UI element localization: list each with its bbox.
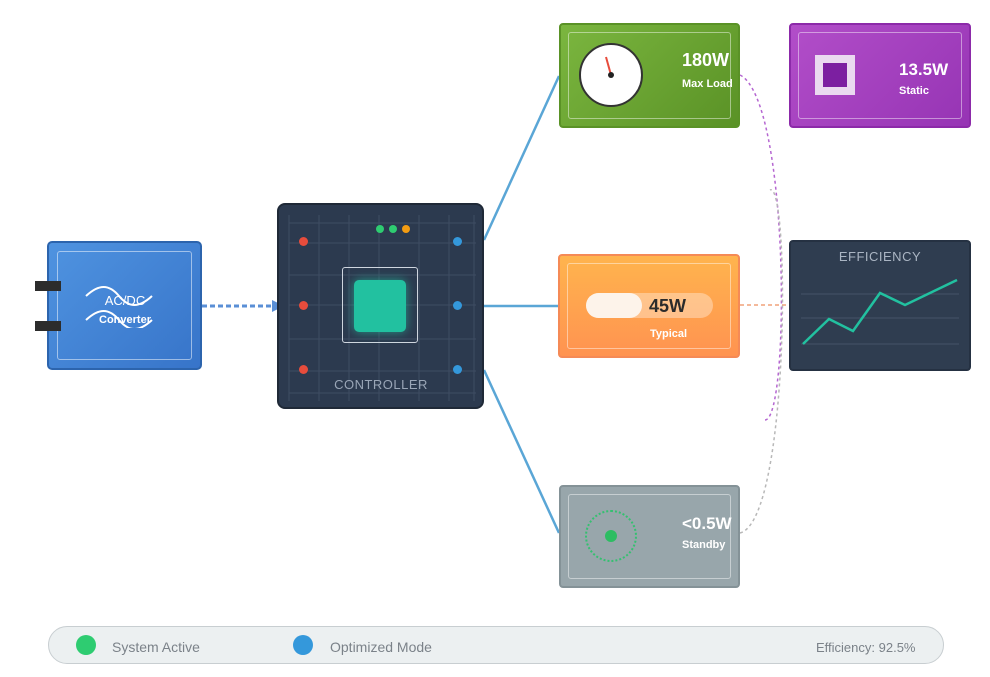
converter-title: AC/DC [104, 293, 146, 308]
static-value: 13.5W [899, 60, 949, 79]
gauge-icon [579, 43, 643, 107]
optimized-mode-indicator [293, 635, 313, 655]
pin-blue [453, 237, 462, 246]
standby-icon [585, 510, 637, 562]
pin-blue [453, 301, 462, 310]
standby-value: <0.5W [682, 514, 732, 533]
link-standby [482, 369, 561, 534]
pin-red [299, 237, 308, 246]
curve-standby [739, 189, 784, 534]
max-load-label: Max Load [682, 78, 733, 90]
square-icon-inner [823, 63, 847, 87]
link-max-load [482, 75, 561, 241]
plug-prong-top-icon [35, 281, 61, 291]
wave-icon [85, 286, 153, 328]
chip-icon [342, 267, 418, 343]
optimized-mode-text: Optimized Mode [330, 639, 432, 655]
typical-value: 45W [649, 296, 687, 316]
standby-dot [605, 530, 617, 542]
efficiency-title: EFFICIENCY [838, 249, 922, 264]
static-label: Static [899, 85, 929, 97]
card-frame [567, 263, 731, 349]
system-active-indicator [76, 635, 96, 655]
efficiency-status-text: Efficiency: 92.5% [816, 640, 916, 655]
status-bar [48, 626, 944, 664]
typical-label: Typical [650, 328, 688, 340]
typical-bar-fill [586, 293, 642, 318]
led-orange [402, 225, 410, 233]
led-green [376, 225, 384, 233]
system-active-text: System Active [112, 639, 200, 655]
controller-label: CONTROLLER [334, 377, 428, 392]
converter-subtitle: Converter [99, 314, 151, 326]
pin-red [299, 365, 308, 374]
ac-dc-converter [47, 241, 202, 370]
circuit-grid [288, 215, 476, 401]
max-load-value: 180W [682, 50, 730, 70]
pin-blue [453, 365, 462, 374]
curve-max-load [739, 74, 783, 421]
chip-core [354, 280, 406, 332]
card-frame [568, 494, 731, 579]
efficiency-sparkline [801, 278, 959, 345]
pin-red [299, 301, 308, 310]
converter-frame [57, 251, 192, 360]
card-frame [798, 32, 962, 119]
plug-prong-bottom-icon [35, 321, 61, 331]
card-frame [568, 32, 731, 119]
efficiency-card [789, 240, 971, 371]
led-green-2 [389, 225, 397, 233]
standby-label: Standby [682, 539, 726, 551]
